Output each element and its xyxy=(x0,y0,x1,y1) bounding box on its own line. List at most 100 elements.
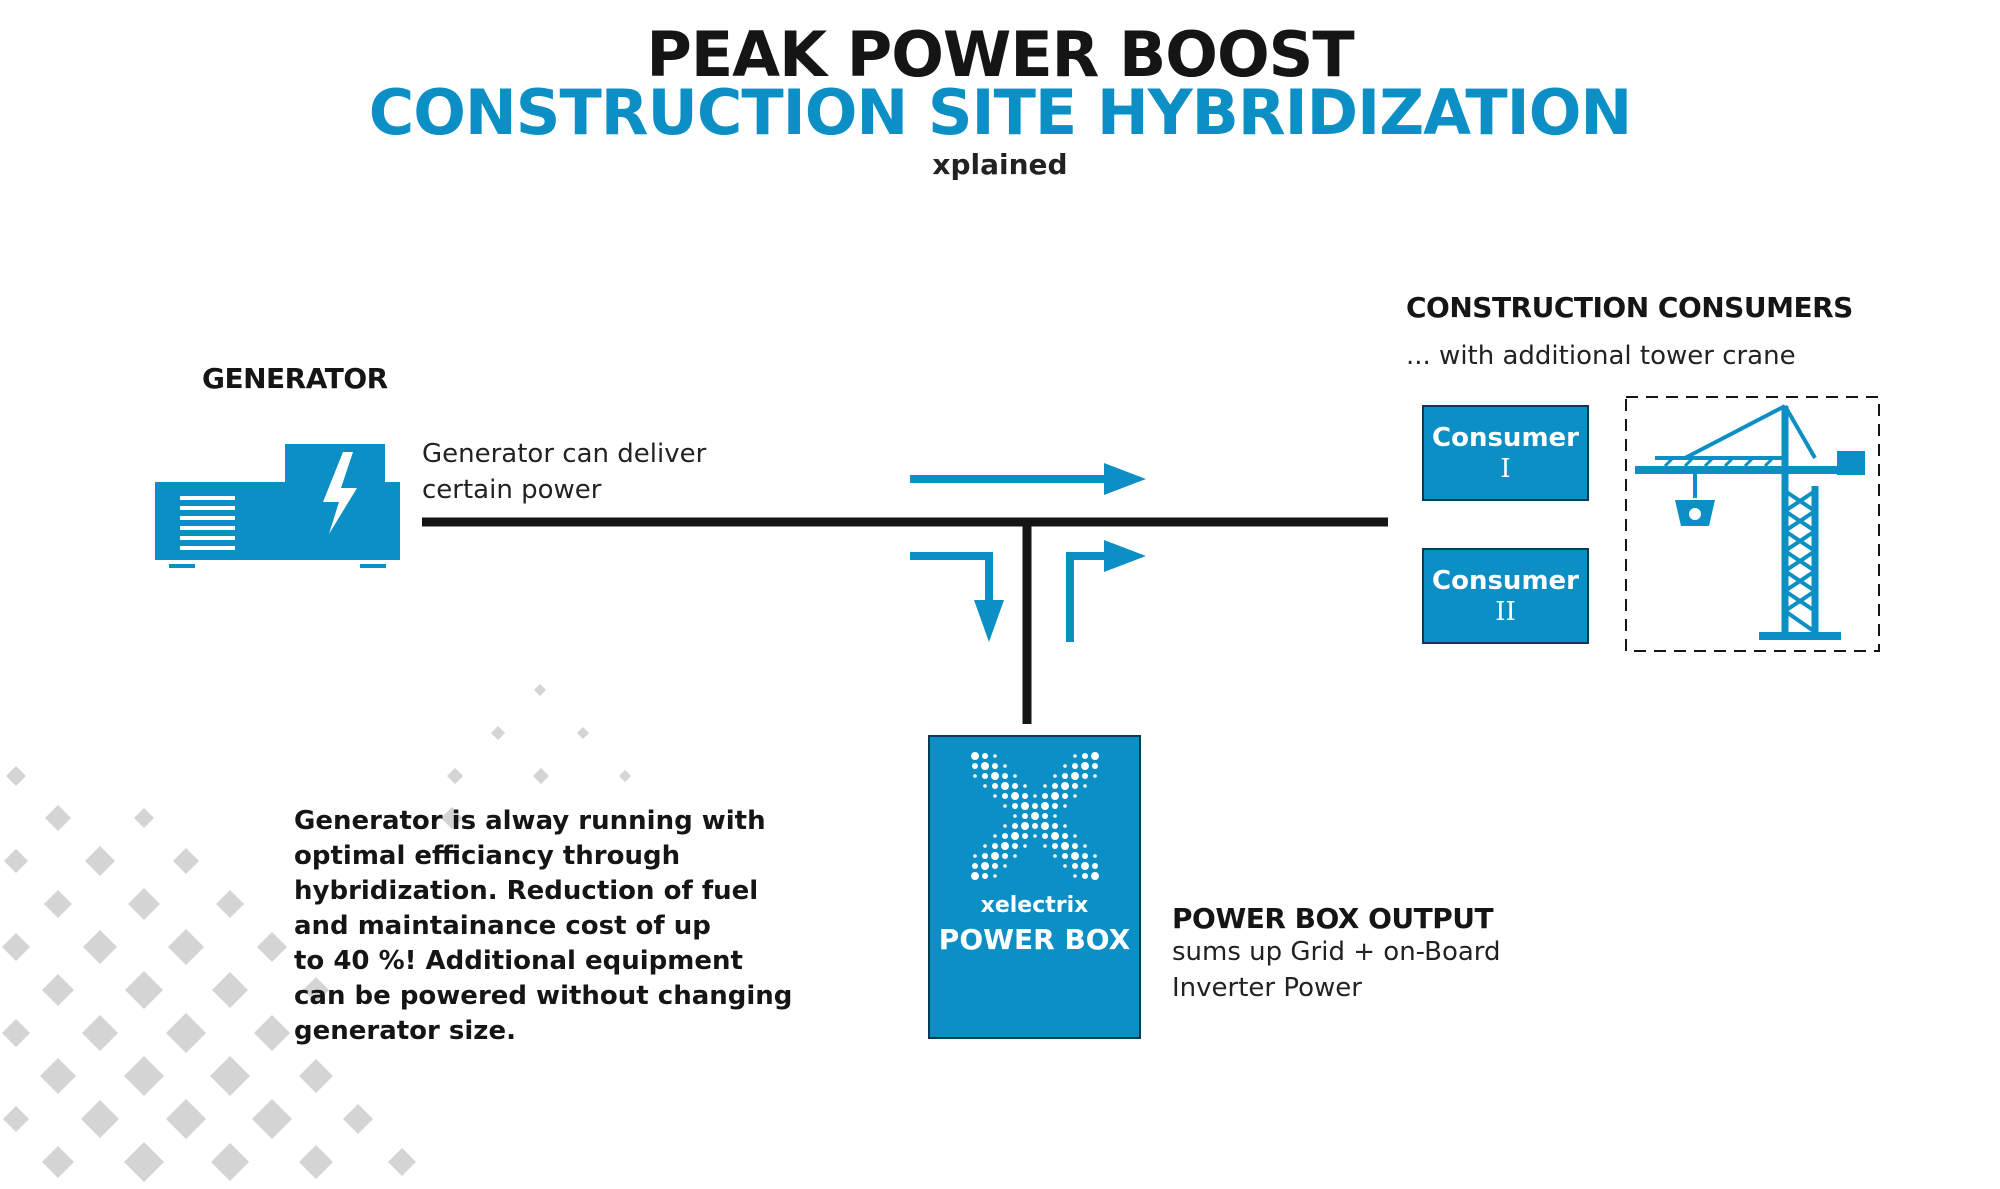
logo-dot xyxy=(1082,753,1088,759)
logo-dot xyxy=(971,872,979,880)
logo-dot xyxy=(1022,833,1028,839)
logo-dot xyxy=(1082,773,1088,779)
logo-dot xyxy=(1072,763,1078,769)
logo-dot xyxy=(1033,794,1037,798)
logo-dot xyxy=(1042,793,1048,799)
logo-dot xyxy=(1073,834,1077,838)
generator-description: Generator can deliver certain power xyxy=(422,439,707,505)
page-tagline: xplained xyxy=(932,148,1068,181)
logo-dot xyxy=(1061,842,1069,850)
decor-diamond xyxy=(42,974,74,1006)
logo-dot xyxy=(1042,813,1048,819)
logo-dot xyxy=(1021,822,1029,830)
lightning-icon xyxy=(323,452,357,534)
decor-diamond xyxy=(299,1059,333,1093)
logo-dot xyxy=(1092,863,1098,869)
logo-dot xyxy=(1012,803,1018,809)
logo-dot xyxy=(1002,833,1008,839)
logo-dot xyxy=(1002,853,1008,859)
logo-dot xyxy=(1003,764,1007,768)
decor-diamond xyxy=(441,807,463,829)
logo-dot xyxy=(1062,833,1068,839)
powerbox-output-heading: POWER BOX OUTPUT xyxy=(1172,902,1494,935)
logo-dot xyxy=(1032,803,1038,809)
generator-heading: GENERATOR xyxy=(202,362,388,395)
logo-dot xyxy=(981,862,989,870)
page-subtitle: CONSTRUCTION SITE HYBRIDIZATION xyxy=(368,76,1633,149)
generator-icon xyxy=(155,444,400,568)
decor-diamond xyxy=(252,1099,292,1139)
logo-dot xyxy=(1082,853,1088,859)
logo-dot xyxy=(1091,752,1099,760)
logo-dot xyxy=(993,794,997,798)
logo-dot xyxy=(1093,854,1097,858)
page-title: PEAK POWER BOOST xyxy=(646,18,1354,91)
logo-dot xyxy=(1072,863,1078,869)
decor-diamond xyxy=(128,888,160,920)
decor-diamond xyxy=(491,726,505,740)
arrow-down-into-box-icon xyxy=(910,552,1004,642)
logo-dot xyxy=(1013,854,1017,858)
logo-dot xyxy=(1043,784,1047,788)
logo-dot xyxy=(983,784,987,788)
decor-diamond xyxy=(168,929,204,965)
logo-dot xyxy=(973,774,977,778)
logo-dot xyxy=(1041,822,1049,830)
logo-dot xyxy=(1032,823,1038,829)
logo-dot xyxy=(1052,823,1058,829)
logo-dot xyxy=(1093,774,1097,778)
decor-diamond xyxy=(124,1142,164,1182)
logo-dot xyxy=(1033,834,1037,838)
logo-dot xyxy=(1013,814,1017,818)
decor-diamond xyxy=(85,846,115,876)
logo-dot xyxy=(982,753,988,759)
powerbox-brand: xelectrix xyxy=(980,893,1089,918)
decor-diamond xyxy=(45,805,71,831)
logo-dot xyxy=(992,763,998,769)
decor-diamond xyxy=(83,930,117,964)
decor-diamond xyxy=(577,727,589,739)
logo-dot xyxy=(1022,793,1028,799)
logo-dot xyxy=(1073,874,1077,878)
decor-diamond xyxy=(257,932,287,962)
decor-diamond xyxy=(533,768,549,784)
logo-dot xyxy=(1063,764,1067,768)
consumer-box-2: Consumer II xyxy=(1422,548,1589,644)
decor-diamond xyxy=(44,890,72,918)
logo-dot xyxy=(1023,784,1027,788)
logo-dot xyxy=(981,762,989,770)
logo-dot xyxy=(1053,854,1057,858)
logo-dot xyxy=(1063,864,1067,868)
logo-dot xyxy=(1052,783,1058,789)
logo-dot xyxy=(1073,794,1077,798)
logo-dot xyxy=(1012,823,1018,829)
decor-diamond xyxy=(166,1013,206,1053)
powerbox-output-description: sums up Grid + on-Board Inverter Power xyxy=(1172,937,1501,1003)
logo-dot xyxy=(971,752,979,760)
logo-dot xyxy=(992,783,998,789)
logo-dot xyxy=(1062,853,1068,859)
logo-dot xyxy=(1082,873,1088,879)
logo-dot xyxy=(1041,802,1049,810)
logo-dot xyxy=(1083,844,1087,848)
logo-dot xyxy=(1003,824,1007,828)
logo-dot xyxy=(1021,802,1029,810)
logo-dot xyxy=(1022,813,1028,819)
decor-diamond xyxy=(42,1146,74,1178)
decor-diamond xyxy=(303,977,329,1003)
decor-diamond xyxy=(447,768,463,784)
decor-diamond xyxy=(40,1058,76,1094)
logo-dot xyxy=(1053,774,1057,778)
logo-dot xyxy=(1001,782,1009,790)
logo-dot xyxy=(1003,804,1007,808)
decor-diamond xyxy=(211,1143,249,1181)
decor-diamond xyxy=(534,684,546,696)
logo-dot xyxy=(1091,872,1099,880)
logo-dot xyxy=(1063,824,1067,828)
logo-dot xyxy=(972,863,978,869)
decor-diamond xyxy=(124,1056,164,1096)
logo-dot xyxy=(993,834,997,838)
logo-dot xyxy=(991,852,999,860)
